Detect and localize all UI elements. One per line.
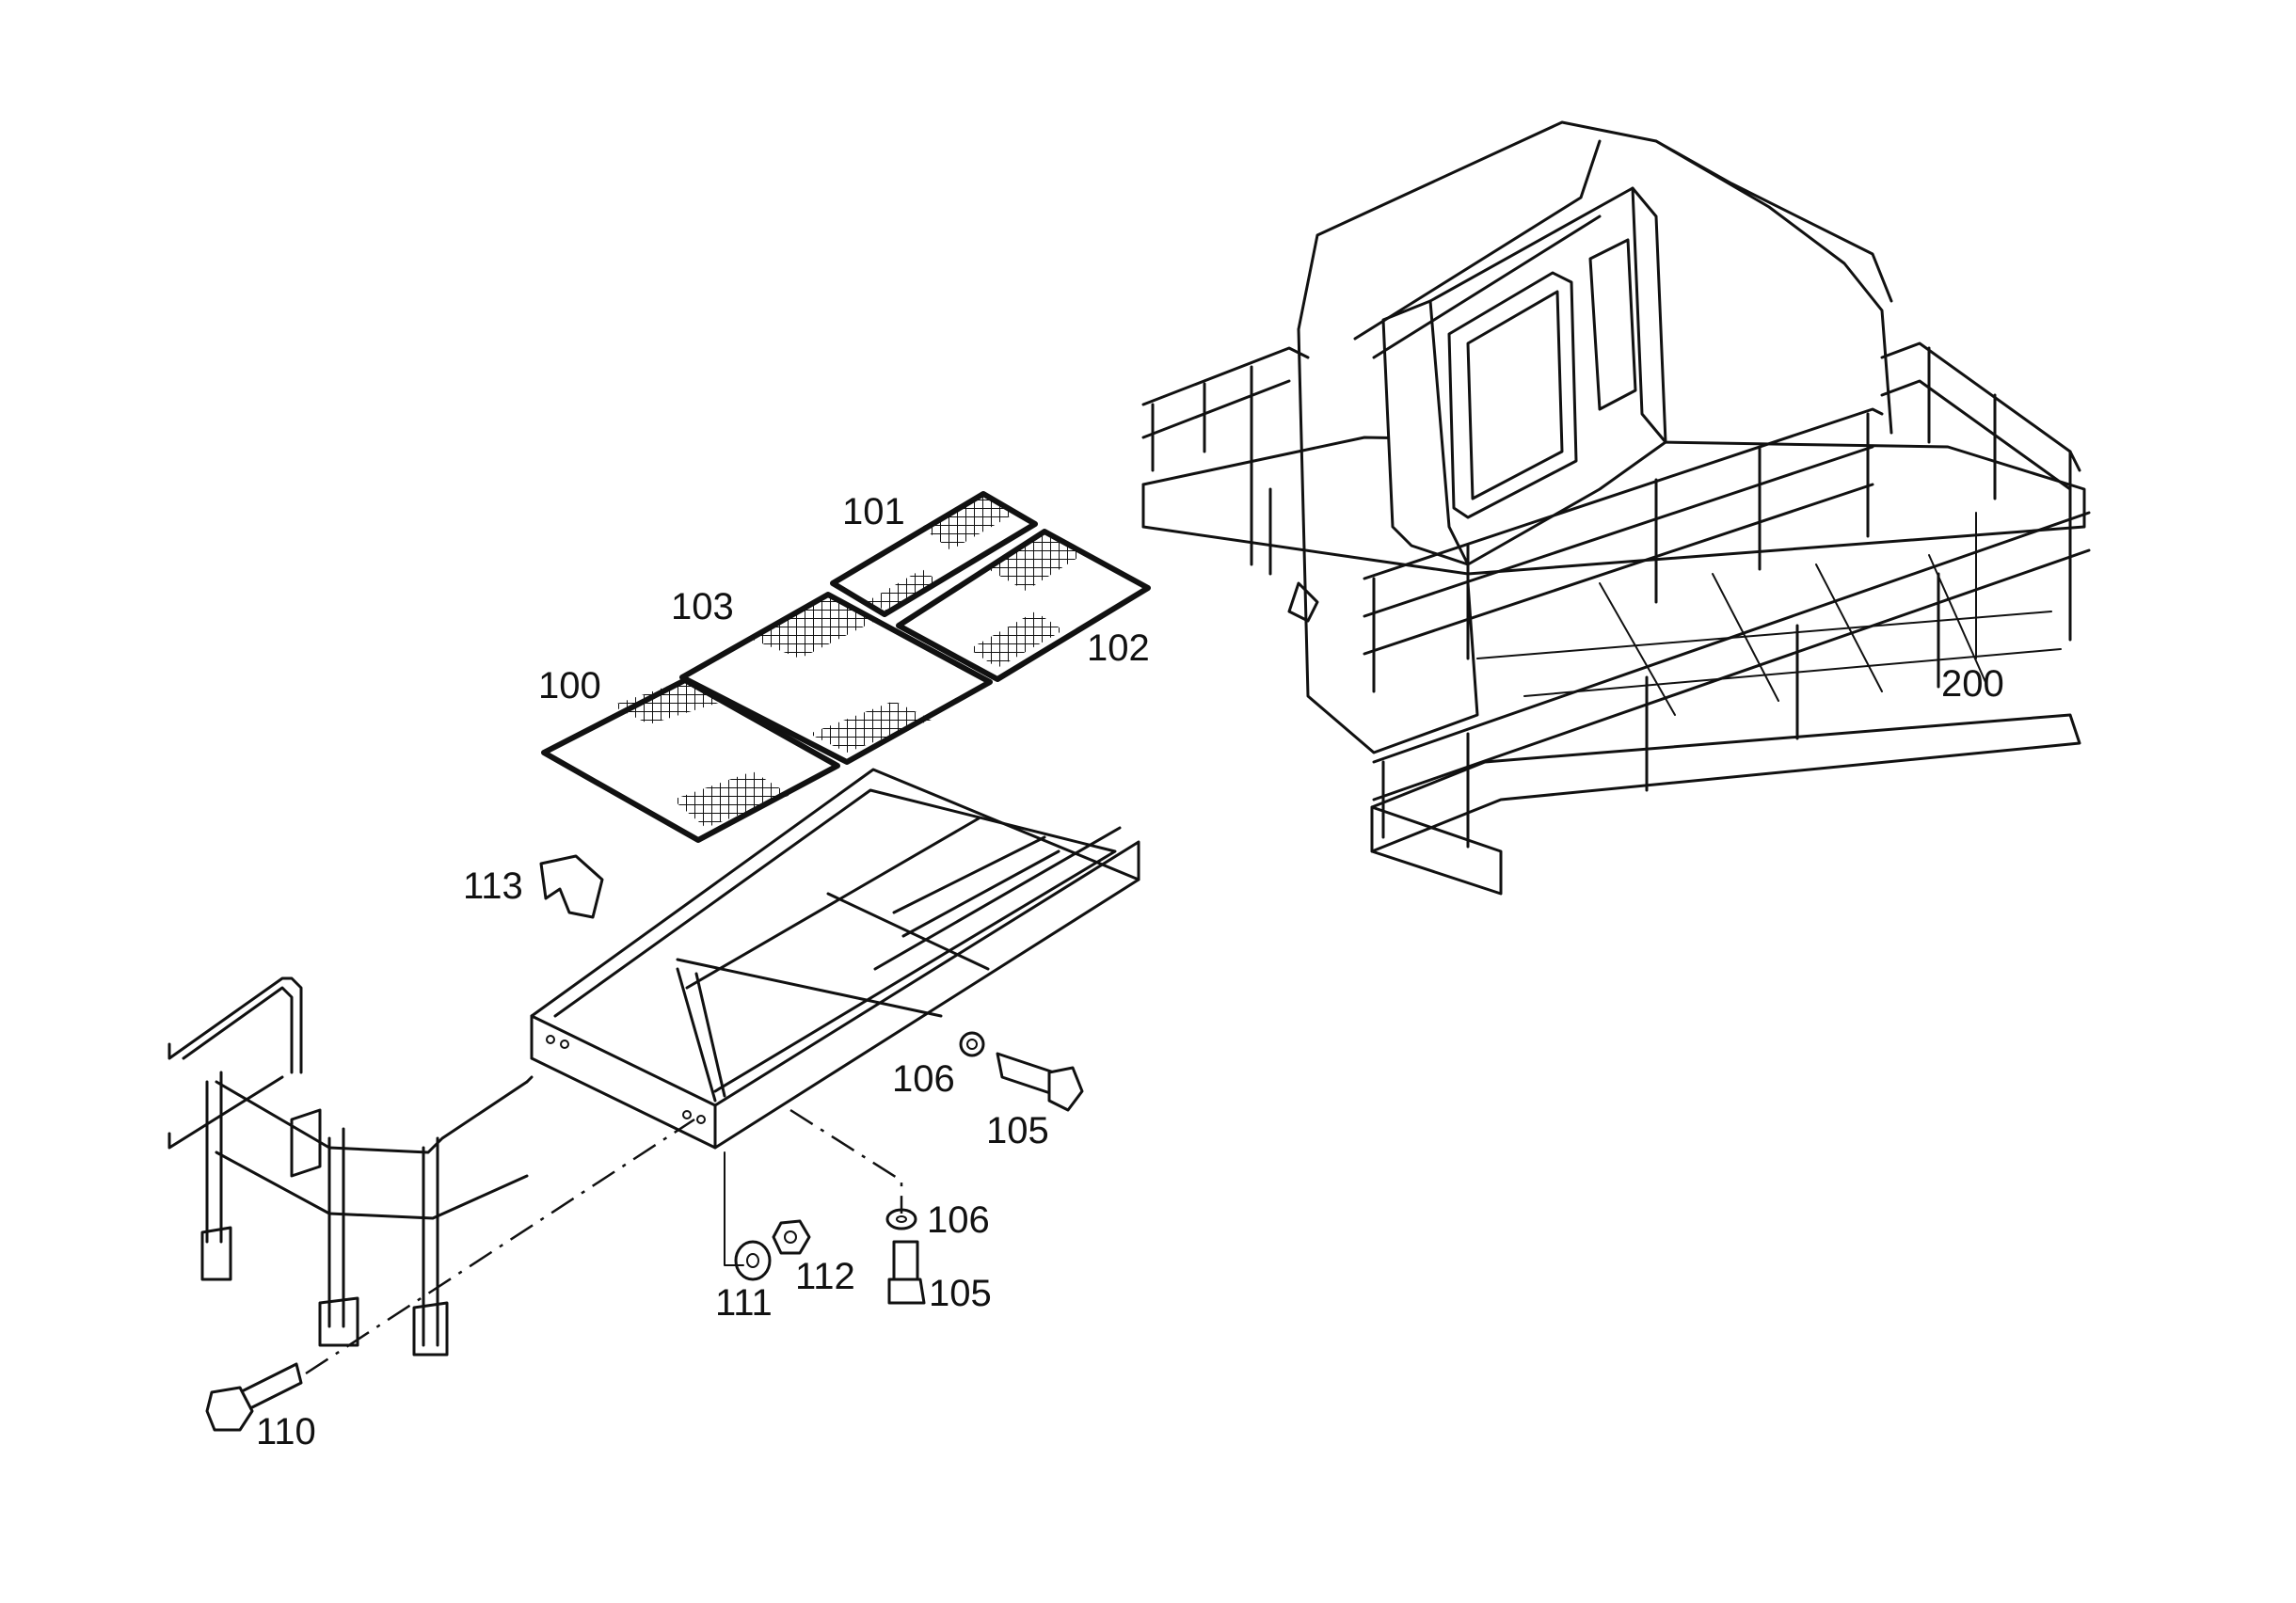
callout-200: 200 [1941, 663, 2004, 705]
support-frame [530, 768, 1140, 1150]
callout-106-lower: 106 [927, 1199, 990, 1241]
grating-panel-100 [541, 677, 840, 843]
washer-111 [734, 1240, 772, 1281]
railing [167, 976, 534, 1357]
callout-105-lower: 105 [929, 1273, 992, 1314]
callout-111: 111 [715, 1282, 773, 1324]
hex-bolt-upper [996, 1052, 1084, 1112]
grating-panel-102 [896, 529, 1151, 682]
callout-110: 110 [256, 1411, 316, 1452]
callout-106-upper: 106 [892, 1058, 955, 1100]
hex-bolt-lower [887, 1240, 926, 1305]
callout-100: 100 [538, 665, 601, 706]
railing-bolt [205, 1362, 303, 1432]
callout-112: 112 [795, 1256, 855, 1297]
centerline-frame-washer [789, 1108, 903, 1214]
clip-113 [539, 854, 604, 919]
grating-panel-101 [830, 491, 1038, 617]
callout-113: 113 [463, 865, 523, 907]
callout-103: 103 [671, 586, 734, 627]
leader-111 [724, 1151, 744, 1266]
washer-upper [959, 1031, 985, 1057]
centerline-railing [305, 1118, 695, 1375]
machine-assembly [1141, 120, 2091, 896]
nut-112 [772, 1219, 811, 1255]
callout-101: 101 [842, 491, 905, 532]
grating-panel-103 [679, 592, 993, 765]
callout-105-upper: 105 [986, 1110, 1049, 1151]
callout-102: 102 [1087, 627, 1150, 669]
